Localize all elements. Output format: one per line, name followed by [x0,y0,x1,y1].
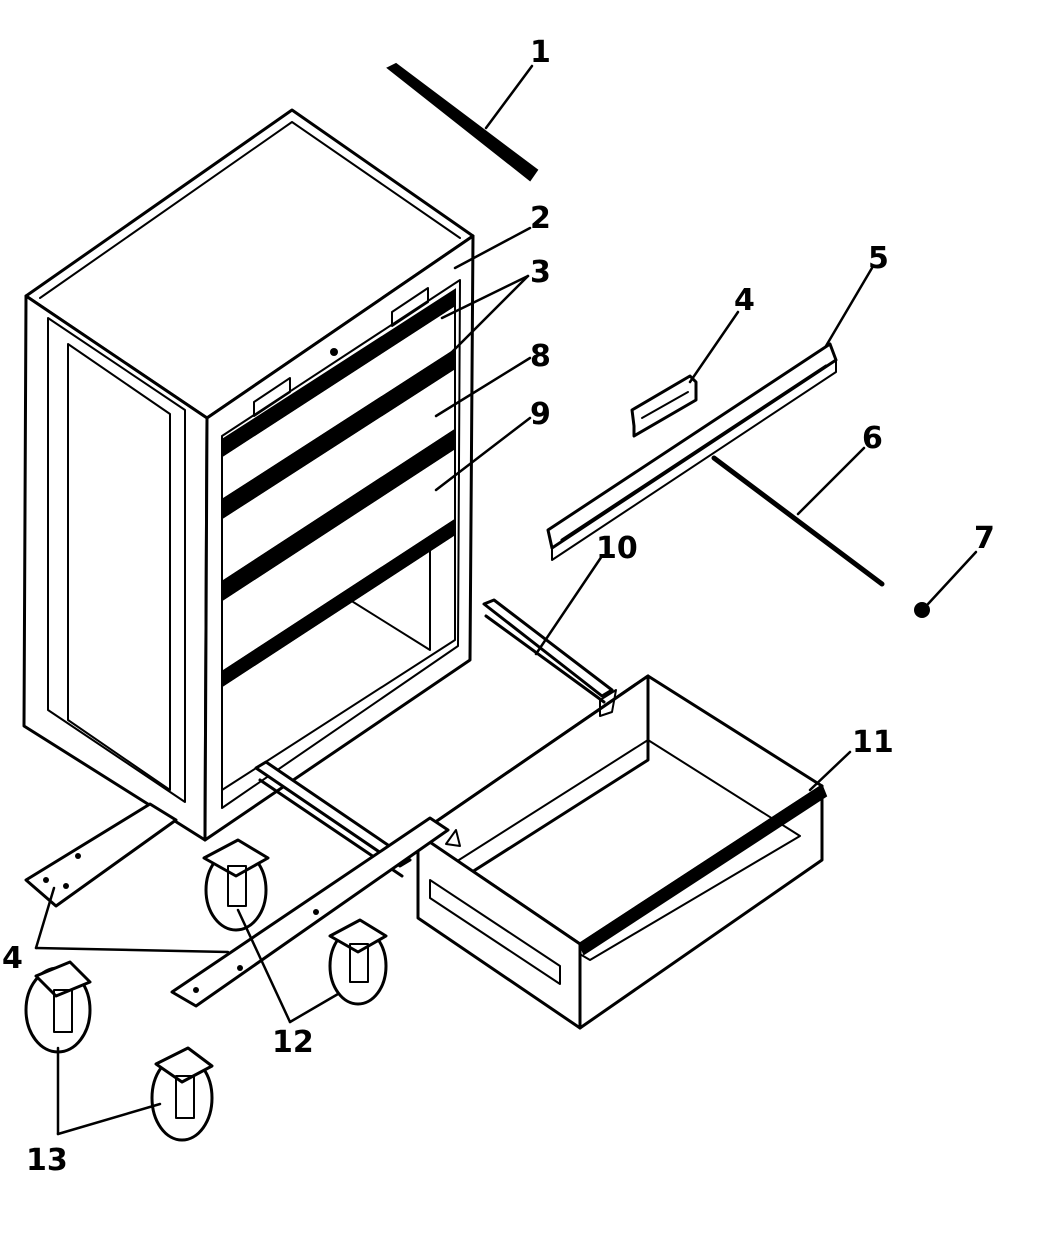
part-number-labels: 1 2 3 4 5 6 7 8 9 10 11 4 12 13 [2,35,995,1178]
label-part-1: 1 [530,35,551,70]
label-part-4-upper: 4 [734,283,755,318]
label-part-7: 7 [974,521,995,556]
label-part-3: 3 [530,255,551,290]
label-part-11: 11 [852,725,894,760]
cabinet-drawers [221,288,456,791]
leader-lines [34,64,978,1136]
label-part-8: 8 [530,339,551,374]
part-10-drawer-slides [254,598,614,878]
label-part-9: 9 [530,397,551,432]
part-4-bracket [630,374,698,438]
label-part-2: 2 [530,201,551,236]
label-part-4-lower: 4 [2,941,23,976]
part-4-caster-plates [24,802,450,1008]
label-part-6: 6 [862,421,883,456]
part-6-rod [711,455,885,587]
label-part-13: 13 [26,1143,68,1178]
label-part-10: 10 [596,531,638,566]
label-part-5: 5 [868,241,889,276]
part-7-screw [914,602,930,618]
label-part-12: 12 [272,1025,314,1060]
part-11-open-drawer [416,674,828,1030]
part-12-casters [202,838,388,1006]
part-1-trim-strip [386,62,539,182]
part-13-casters [24,960,214,1142]
part-5-slide-rail [546,342,838,561]
